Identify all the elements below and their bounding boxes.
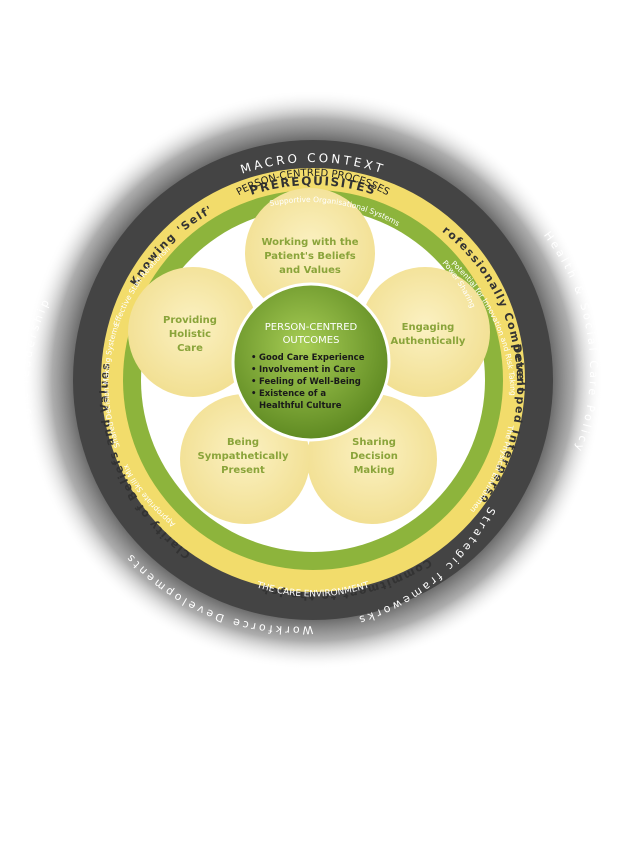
petal-engaging-authentically (360, 267, 490, 397)
outcome-bullet-1: • (251, 353, 256, 363)
petal-providing-holistic-care (128, 267, 258, 397)
petal-2-line2: Decision (350, 451, 398, 462)
petal-4-line3: Care (177, 343, 203, 354)
outcome-item-1: Good Care Experience (259, 353, 365, 363)
outcome-bullet-4: • (251, 389, 256, 399)
petal-2-line3: Making (353, 465, 394, 476)
outcomes-title-line2: OUTCOMES (283, 335, 340, 346)
outcome-bullet-3: • (251, 377, 256, 387)
outcome-item-3: Feeling of Well-Being (259, 377, 361, 387)
petals-group (128, 188, 490, 524)
petal-working-with-beliefs (245, 188, 375, 318)
petal-1-line1: Engaging (402, 322, 455, 333)
petal-3-line2: Sympathetically (198, 451, 289, 462)
outcomes-center (231, 282, 391, 442)
petal-0-line1: Working with the (261, 237, 358, 248)
petal-1-line2: Authentically (391, 336, 466, 347)
petal-2-line1: Sharing (352, 437, 396, 448)
petal-4-line1: Providing (163, 315, 217, 326)
outcome-bullet-2: • (251, 365, 256, 375)
outcome-item-4: Existence of a (259, 389, 326, 399)
petal-0-line3: and Values (279, 265, 341, 276)
petal-3-line1: Being (227, 437, 259, 448)
petal-3-line3: Present (221, 465, 265, 476)
outcomes-title-line1: PERSON-CENTRED (265, 322, 358, 333)
outcome-item-2: Involvement in Care (259, 365, 356, 375)
outcome-item-5: Healthful Culture (259, 401, 342, 411)
petal-0-line2: Patient's Beliefs (264, 251, 356, 262)
petal-4-line2: Holistic (169, 329, 211, 340)
